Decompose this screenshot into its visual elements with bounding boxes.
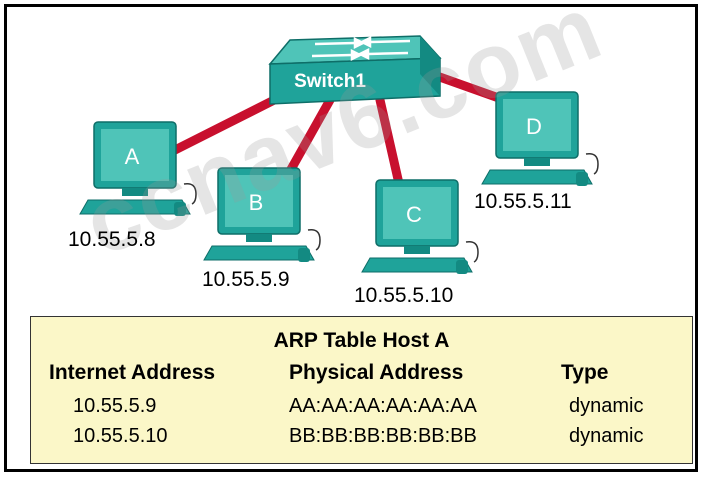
- link-switch-host-b: [280, 95, 335, 185]
- arp-table: ARP Table Host A Internet Address Physic…: [30, 316, 693, 464]
- host-c-icon: C: [361, 179, 479, 274]
- switch-label: Switch1: [294, 71, 366, 92]
- header-physical-address: Physical Address: [289, 361, 464, 384]
- arp-table-title: ARP Table Host A: [273, 329, 450, 352]
- link-switch-host-c: [375, 95, 405, 193]
- row-2-mac: BB:BB:BB:BB:BB:BB: [289, 425, 477, 447]
- row-1-ip: 10.55.5.9: [73, 395, 157, 417]
- host-d-icon: D: [481, 91, 599, 186]
- host-b-icon: B: [203, 167, 321, 262]
- row-1-mac: AA:AA:AA:AA:AA:AA: [289, 395, 477, 417]
- row-2-type: dynamic: [569, 425, 644, 447]
- header-internet-address: Internet Address: [49, 361, 216, 384]
- host-d-ip: 10.55.5.11: [474, 190, 572, 213]
- row-2-ip: 10.55.5.10: [73, 425, 168, 447]
- switch-icon: Switch1: [268, 35, 442, 105]
- host-d-letter: D: [526, 114, 542, 139]
- host-b-letter: B: [249, 190, 264, 215]
- host-b-ip: 10.55.5.9: [202, 268, 290, 291]
- host-a-letter: A: [125, 144, 140, 169]
- row-1-type: dynamic: [569, 395, 644, 417]
- host-c-letter: C: [406, 202, 422, 227]
- host-a-ip: 10.55.5.8: [68, 228, 156, 251]
- header-type: Type: [561, 361, 609, 384]
- host-c-ip: 10.55.5.10: [354, 284, 454, 307]
- host-a-icon: A: [79, 121, 197, 216]
